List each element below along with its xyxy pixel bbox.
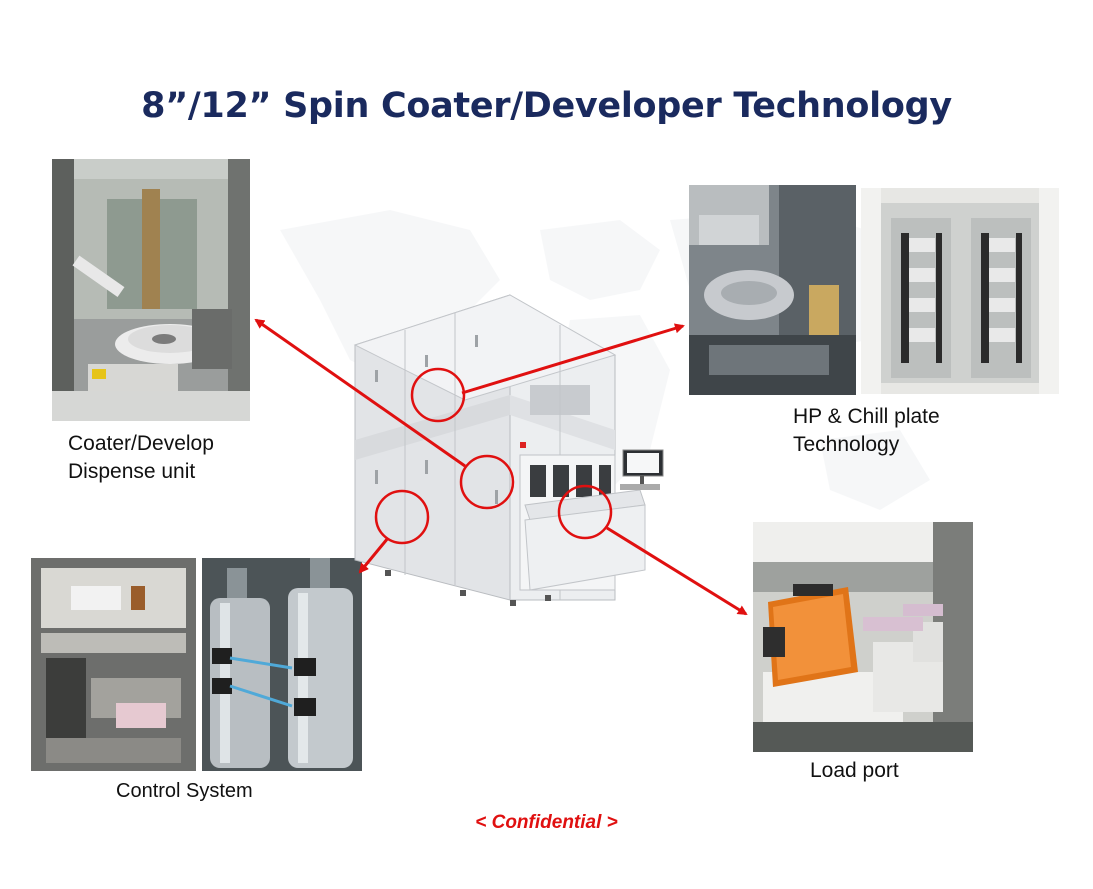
coater-caption-line1: Coater/Develop [68, 432, 214, 455]
coater-caption-line2: Dispense unit [68, 460, 196, 483]
confidential-footer: < Confidential > [475, 812, 618, 833]
hp-caption: HP & Chill plate Technology [793, 403, 940, 459]
loadport-caption: Load port [810, 759, 899, 782]
load-port-photo [753, 522, 973, 752]
chill-plate-rack-photo [861, 188, 1059, 394]
coater-caption: Coater/Develop Dispense unit [68, 430, 214, 486]
hp-caption-line2: Technology [793, 433, 900, 456]
coater-dispense-photo [52, 159, 250, 421]
spin-coater-machine [353, 294, 664, 606]
slide-title: 8”/12” Spin Coater/Developer Technology [141, 86, 952, 126]
chemical-canister-photo [202, 558, 362, 771]
control-caption: Control System [116, 780, 253, 802]
hp-caption-line1: HP & Chill plate [793, 405, 940, 428]
hp-plate-photo [689, 185, 856, 395]
control-panel-photo [31, 558, 196, 771]
